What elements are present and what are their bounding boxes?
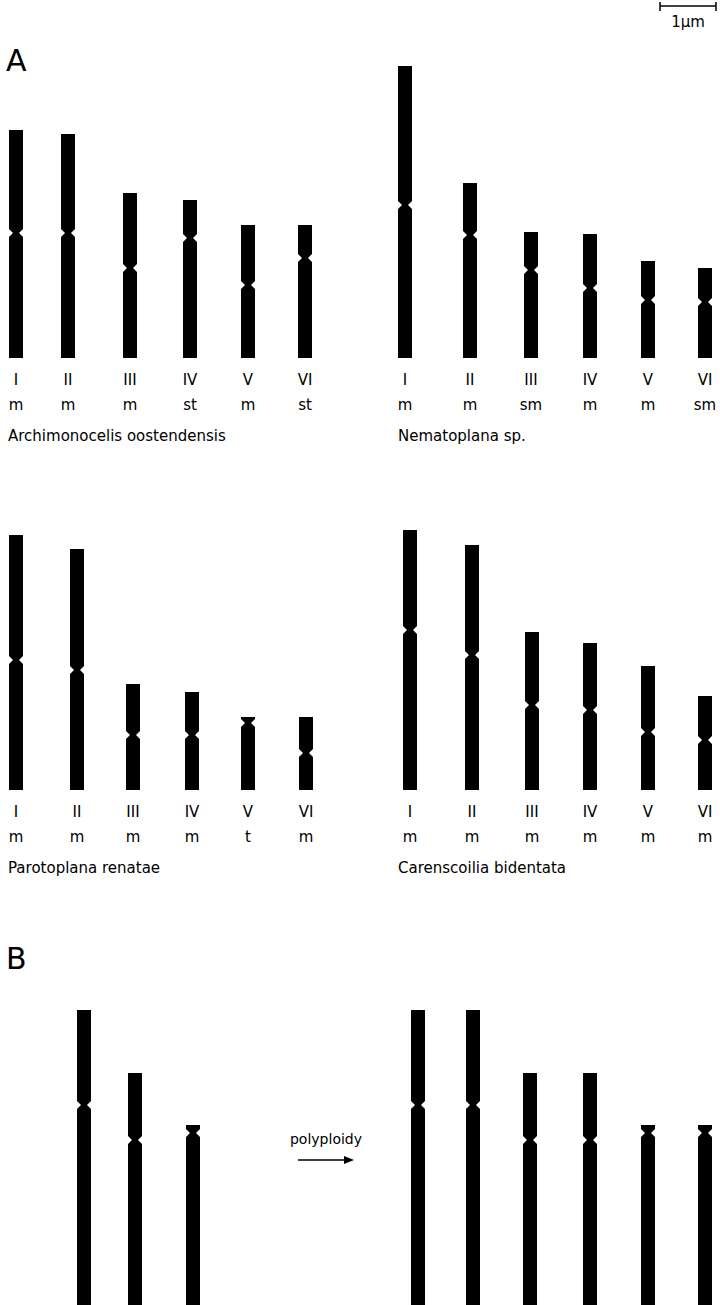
chromosome-number: II: [64, 372, 73, 389]
chromosome-number: III: [524, 372, 537, 389]
chromosome-number: I: [14, 804, 18, 821]
centromere-type: m: [185, 829, 200, 846]
chromosome-number: III: [123, 372, 136, 389]
chromosome-number: I: [403, 372, 407, 389]
chromosome: [70, 549, 84, 790]
chromosome: [185, 692, 199, 790]
chromosome: [523, 1073, 537, 1305]
centromere-type: sm: [520, 397, 542, 414]
chromosome: [183, 200, 197, 358]
chromosome: [241, 225, 255, 358]
species-name: Carenscoilia bidentata: [398, 860, 566, 877]
centromere-type: m: [398, 397, 413, 414]
chromosome-number: V: [243, 372, 253, 389]
chromosome-number: VI: [698, 372, 713, 389]
panel-letter: B: [6, 942, 27, 975]
centromere-type: m: [299, 829, 314, 846]
chromosome-number: IV: [583, 804, 598, 821]
chromosome-number: IV: [185, 804, 200, 821]
chromosome: [9, 535, 23, 790]
chromosome: [524, 232, 538, 358]
chromosome: [126, 684, 140, 790]
chromosome: [698, 268, 712, 358]
chromosome: [525, 632, 539, 790]
chromosome: [403, 530, 417, 790]
chromosome: [77, 1010, 91, 1305]
scale-bar: [660, 2, 716, 11]
centromere-type: m: [465, 829, 480, 846]
chromosome-number: V: [643, 372, 653, 389]
chromosome-number: VI: [698, 804, 713, 821]
polyploidy-arrow: [298, 1156, 354, 1164]
scale-label: 1µm: [671, 14, 705, 31]
centromere-type: m: [525, 829, 540, 846]
centromere-type: st: [298, 397, 312, 414]
centromere-type: m: [583, 829, 598, 846]
chromosome: [241, 717, 255, 790]
chromosome-number: I: [14, 372, 18, 389]
chromosome: [299, 717, 313, 790]
chromosome-number: V: [643, 804, 653, 821]
chromosome-number: IV: [183, 372, 198, 389]
chromosome: [61, 134, 75, 358]
chromosome: [583, 1073, 597, 1305]
centromere-type: m: [123, 397, 138, 414]
centromere-type: m: [241, 397, 256, 414]
chromosome-number: III: [525, 804, 538, 821]
chromosome: [641, 1125, 655, 1305]
chromosome: [466, 1010, 480, 1305]
centromere-type: m: [70, 829, 85, 846]
panel-letter: A: [6, 44, 27, 77]
chromosome: [641, 666, 655, 790]
chromosome: [463, 183, 477, 358]
centromere-type: m: [641, 397, 656, 414]
chromosome: [698, 1125, 712, 1305]
arrow-label: polyploidy: [290, 1132, 362, 1147]
centromere-type: m: [9, 397, 24, 414]
species-name: Nematoplana sp.: [398, 428, 526, 445]
centromere-type: t: [245, 829, 251, 846]
chromosome-number: VI: [299, 804, 314, 821]
centromere-type: sm: [694, 397, 716, 414]
species-name: Archimonocelis oostendensis: [8, 428, 226, 445]
chromosome-number: III: [126, 804, 139, 821]
chromosome-number: II: [73, 804, 82, 821]
chromosome: [411, 1010, 425, 1305]
chromosome-number: I: [408, 804, 412, 821]
chromosome-number: V: [243, 804, 253, 821]
centromere-type: m: [698, 829, 713, 846]
chromosome: [583, 234, 597, 358]
species-name: Parotoplana renatae: [8, 860, 160, 877]
chromosome-number: VI: [298, 372, 313, 389]
chromosome-number: IV: [583, 372, 598, 389]
chromosome: [398, 66, 412, 358]
chromosome: [128, 1073, 142, 1305]
chromosome-number: II: [468, 804, 477, 821]
chromosome: [641, 261, 655, 358]
centromere-type: m: [463, 397, 478, 414]
chromosome: [186, 1125, 200, 1305]
centromere-type: m: [583, 397, 598, 414]
chromosome-number: II: [466, 372, 475, 389]
chromosome: [698, 696, 712, 790]
chromosome: [583, 643, 597, 790]
chromosome: [123, 193, 137, 358]
centromere-type: st: [183, 397, 197, 414]
centromere-type: m: [641, 829, 656, 846]
chromosome: [9, 130, 23, 358]
centromere-type: m: [403, 829, 418, 846]
centromere-type: m: [126, 829, 141, 846]
chromosome: [465, 545, 479, 790]
centromere-type: m: [9, 829, 24, 846]
centromere-type: m: [61, 397, 76, 414]
chromosome: [298, 225, 312, 358]
